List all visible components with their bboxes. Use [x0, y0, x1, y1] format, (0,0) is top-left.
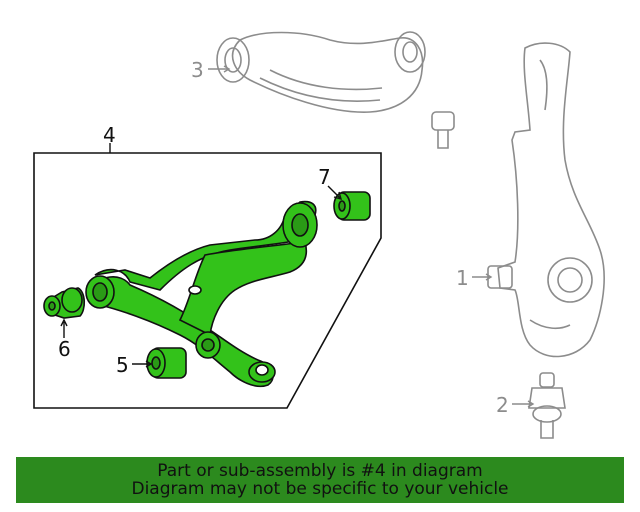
callout-4: 4	[103, 123, 116, 147]
callout-1: 1	[456, 266, 469, 290]
bushing-7[interactable]	[333, 191, 371, 221]
ball-joint[interactable]	[528, 372, 566, 439]
leader-lines	[60, 65, 535, 408]
steering-knuckle[interactable]	[487, 42, 605, 358]
assembly-frame	[33, 152, 382, 409]
lower-control-arm[interactable]	[85, 200, 318, 388]
banner-line-2: Diagram may not be specific to your vehi…	[131, 479, 509, 499]
info-banner: Part or sub-assembly is #4 in diagram Di…	[16, 457, 624, 503]
callout-3: 3	[191, 58, 204, 82]
callout-2: 2	[496, 393, 509, 417]
bushing-6[interactable]	[43, 287, 86, 319]
callout-7: 7	[318, 165, 331, 189]
callout-6: 6	[58, 337, 71, 361]
callout-5: 5	[116, 353, 129, 377]
upper-control-arm[interactable]	[216, 31, 455, 149]
bushing-5[interactable]	[146, 347, 187, 379]
banner-line-1: Part or sub-assembly is #4 in diagram	[157, 461, 483, 481]
